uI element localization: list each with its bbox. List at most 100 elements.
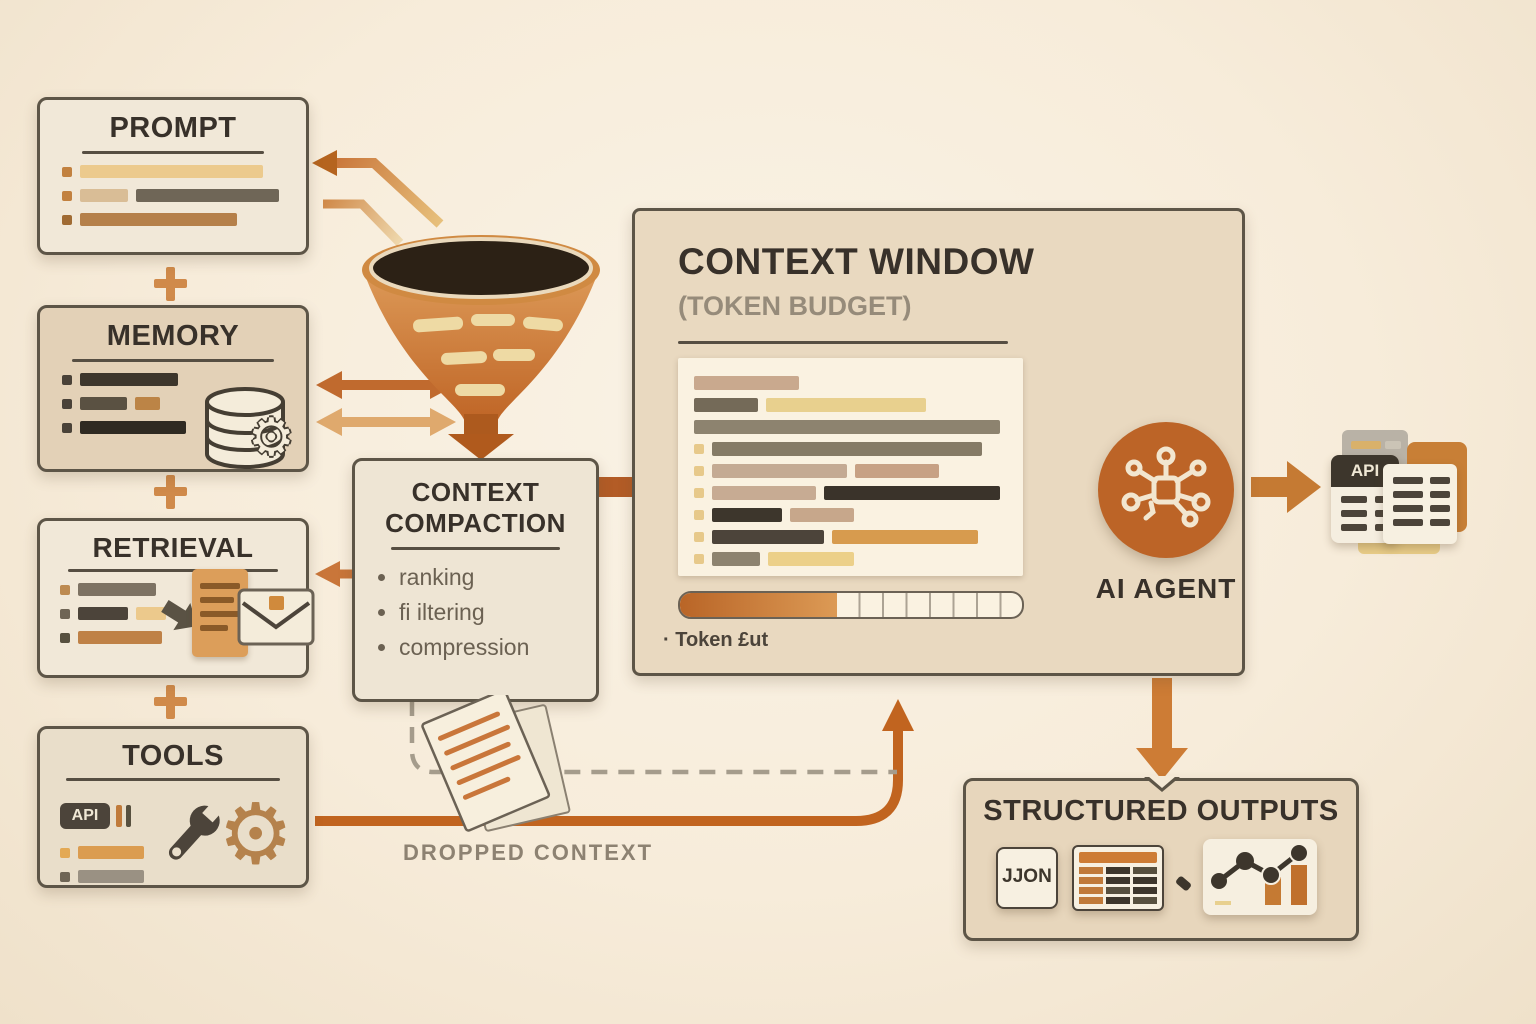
prompt-divider: [82, 151, 264, 154]
memory-divider: [72, 359, 274, 362]
content-bar: [80, 213, 237, 226]
bent-arrow-icon: [161, 599, 198, 631]
content-bar: [712, 552, 760, 566]
bullet-marker: [62, 374, 72, 385]
compaction-bullet-item: compression: [399, 630, 596, 665]
retrieval-box: RETRIEVAL: [37, 518, 315, 678]
prompt-box: PROMPT: [37, 97, 309, 255]
compaction-bullet-item: ranking: [399, 560, 596, 595]
content-bar: [78, 583, 156, 596]
structured-outputs-box: STRUCTURED OUTPUTS JJON: [963, 778, 1359, 941]
content-bar: [78, 870, 144, 883]
content-bar-row: [694, 508, 1023, 522]
box-notch-inner: [1148, 776, 1176, 788]
content-bar-row: [694, 442, 1023, 456]
context-window-title: CONTEXT WINDOW: [678, 241, 1035, 282]
bullet-marker: [694, 510, 704, 520]
content-bar-row: [694, 420, 1023, 434]
plus-connector: [154, 267, 187, 719]
api-doc-label: API: [1350, 461, 1380, 480]
content-bar: [78, 631, 162, 644]
funnel-icon: [362, 235, 600, 460]
content-bar: [78, 607, 128, 620]
token-panel: [678, 358, 1023, 576]
content-bar: [80, 373, 178, 386]
envelope-icon: [237, 588, 315, 646]
wrench-icon: [168, 799, 225, 860]
compaction-divider: [391, 547, 560, 550]
content-bar: [694, 420, 1000, 434]
api-badge-label: API: [71, 807, 99, 824]
ai-agent-icon: [1098, 422, 1234, 558]
prompt-title: PROMPT: [109, 112, 237, 144]
memory-content-rows: [40, 373, 306, 434]
database-icon: [205, 387, 285, 469]
context-window-divider: [678, 341, 1008, 344]
content-bar: [136, 189, 279, 202]
compaction-bullet-item: fi iltering: [399, 595, 596, 630]
content-bar: [855, 464, 939, 478]
bullet-marker: [62, 214, 72, 225]
hub-spoke-icon: [1121, 446, 1211, 528]
content-bar: [78, 846, 144, 859]
bullet-marker: [62, 190, 72, 201]
ai-agent-label: AI AGENT: [1095, 573, 1237, 604]
content-bar: [768, 552, 854, 566]
content-bar-row: [60, 846, 144, 859]
content-bar-row: [694, 464, 1023, 478]
content-bar: [694, 398, 758, 412]
content-bar-row: [694, 398, 1023, 412]
content-bar: [80, 165, 263, 178]
content-bar-row: [62, 397, 306, 410]
content-bar-row: [62, 189, 306, 202]
bullet-marker: [62, 398, 72, 409]
json-card-icon: JJON: [996, 847, 1058, 909]
retrieval-divider: [68, 569, 278, 572]
content-bar-row: [62, 213, 306, 226]
content-bar-row: [62, 373, 306, 386]
token-progress-fill: [680, 593, 838, 617]
bullet-marker: [694, 444, 704, 454]
prompt-content-rows: [40, 165, 306, 226]
retrieval-content-rows: [40, 583, 306, 644]
content-bar-row: [694, 552, 1023, 566]
content-bar-row: [60, 607, 306, 620]
content-bar: [80, 189, 128, 202]
bullet-marker: [694, 466, 704, 476]
window-to-outputs-arrow: [1251, 461, 1321, 513]
dropped-context-dashed-line: [409, 700, 897, 775]
structured-outputs-title: STRUCTURED OUTPUTS: [983, 795, 1339, 827]
tools-divider: [66, 778, 280, 781]
content-bar: [694, 376, 799, 390]
bullet-marker: [62, 166, 72, 177]
tools-to-window-curve-arrow: [315, 699, 914, 826]
bullet-marker: [60, 584, 70, 595]
table-doc-icon: [1383, 464, 1457, 544]
content-bar: [712, 530, 824, 544]
token-progress-segments: [837, 593, 1022, 617]
dropped-context-label: DROPPED CONTEXT: [403, 840, 654, 865]
content-bar-row: [60, 870, 144, 883]
content-bar-row: [694, 376, 1023, 390]
content-bar: [136, 607, 166, 620]
content-bar-row: [694, 530, 1023, 544]
bullet-marker: [60, 608, 70, 619]
tools-box: TOOLS API ⚙: [37, 726, 309, 888]
bullet-marker: [60, 847, 70, 858]
memory-box: MEMORY ⚙: [37, 305, 309, 472]
bullet-marker: [694, 532, 704, 542]
memory-title: MEMORY: [106, 320, 240, 352]
content-bar: [824, 486, 1000, 500]
content-bar: [712, 442, 982, 456]
bullet-marker: [62, 422, 72, 433]
content-bar: [80, 397, 127, 410]
bullet-marker: [694, 488, 704, 498]
compaction-to-retrieval-arrow: [315, 561, 352, 587]
content-bar: [135, 397, 160, 410]
token-progress-bar: [678, 591, 1024, 619]
compaction-title-line1: CONTEXT: [411, 477, 540, 507]
content-bar: [832, 530, 978, 544]
content-bar: [712, 464, 847, 478]
content-bar: [80, 421, 186, 434]
